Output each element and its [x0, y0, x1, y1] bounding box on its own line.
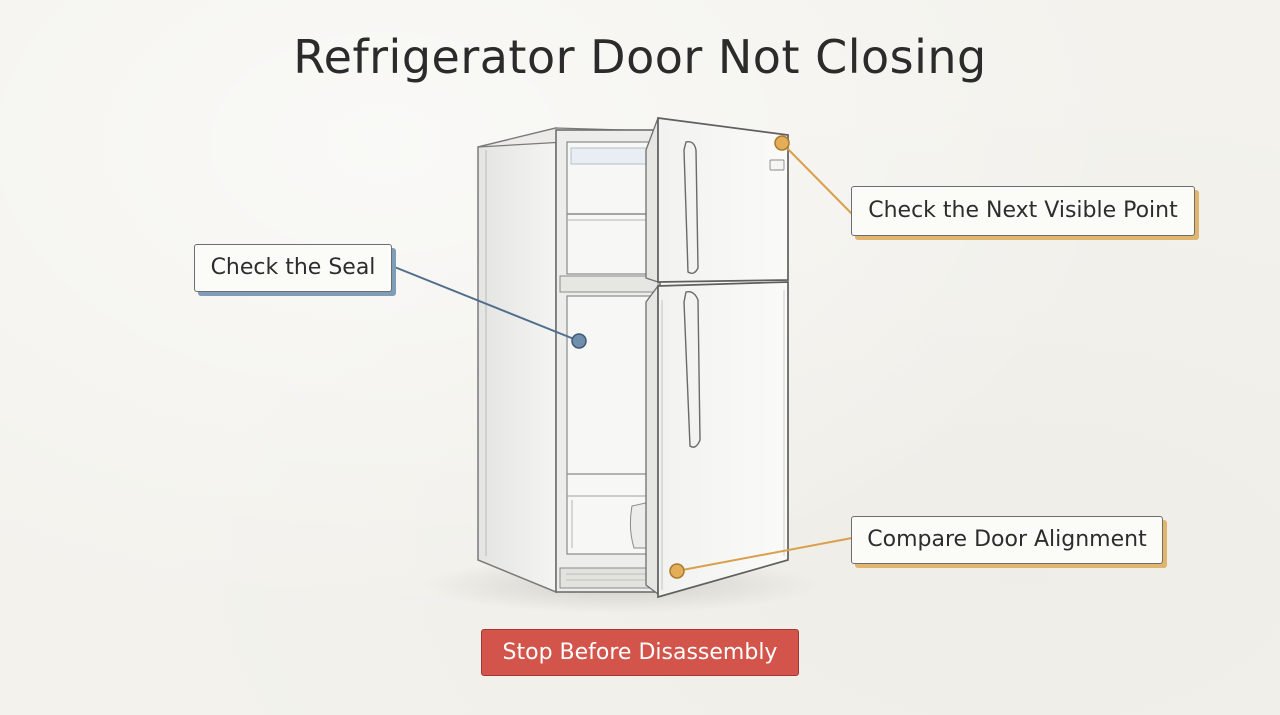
- check-seal-label: Check the Seal: [210, 255, 376, 280]
- kick-plate: [559, 567, 657, 589]
- seal-leader-line: [391, 265, 580, 342]
- fridge-handle: [683, 290, 701, 448]
- fridge-door-edge: [645, 284, 659, 596]
- alignment-marker-dot: [669, 563, 685, 579]
- check-next-point-callout: Check the Next Visible Point: [851, 186, 1195, 236]
- check-seal-callout: Check the Seal: [194, 244, 392, 292]
- fridge-side-panel: [477, 127, 557, 594]
- check-next-point-label: Check the Next Visible Point: [868, 198, 1178, 223]
- stop-before-disassembly-label: Stop Before Disassembly: [502, 640, 778, 665]
- fridge-door: [657, 281, 789, 599]
- freezer-door: [657, 117, 789, 283]
- seal-marker-dot: [571, 333, 587, 349]
- next-point-marker-dot: [774, 135, 790, 151]
- page-title: Refrigerator Door Not Closing: [293, 30, 987, 84]
- next-point-leader-line: [781, 142, 853, 215]
- compare-alignment-label: Compare Door Alignment: [867, 527, 1147, 552]
- stop-before-disassembly-badge: Stop Before Disassembly: [481, 629, 799, 676]
- alignment-leader-line: [676, 537, 853, 572]
- freezer-handle: [683, 140, 699, 275]
- compare-alignment-callout: Compare Door Alignment: [851, 516, 1163, 564]
